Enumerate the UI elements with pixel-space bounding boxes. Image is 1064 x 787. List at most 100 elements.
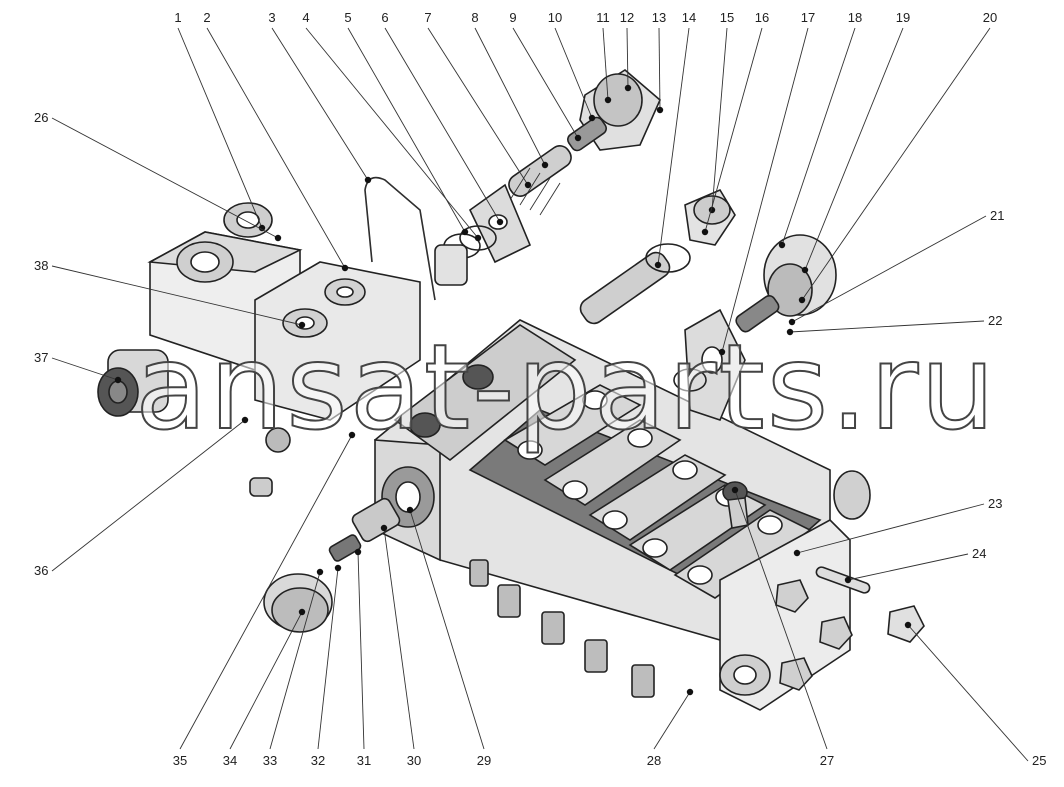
leader-dot-7 <box>524 181 532 189</box>
leader-line-10 <box>554 27 593 119</box>
callout-label-3: 3 <box>268 10 275 25</box>
leader-dot-12 <box>624 84 632 92</box>
callout-label-13: 13 <box>652 10 666 25</box>
callout-label-36: 36 <box>34 563 48 578</box>
leader-line-15 <box>711 27 728 211</box>
leader-line-32 <box>317 567 339 750</box>
leader-line-2 <box>206 27 346 269</box>
leader-dot-16 <box>701 228 709 236</box>
callout-label-38: 38 <box>34 258 48 273</box>
callout-label-26: 26 <box>34 110 48 125</box>
leader-line-25 <box>907 624 1029 762</box>
leader-dot-1 <box>258 224 266 232</box>
callout-label-34: 34 <box>223 753 237 768</box>
leader-line-30 <box>383 527 415 750</box>
callout-label-37: 37 <box>34 350 48 365</box>
leader-dot-17 <box>718 348 726 356</box>
callout-label-10: 10 <box>548 10 562 25</box>
callout-label-24: 24 <box>972 546 986 561</box>
callout-label-1: 1 <box>174 10 181 25</box>
callout-leaders <box>51 27 1029 762</box>
callout-label-28: 28 <box>647 753 661 768</box>
leader-dot-31 <box>354 548 362 556</box>
leader-line-22 <box>789 320 985 333</box>
leader-dot-19 <box>801 266 809 274</box>
callout-label-32: 32 <box>311 753 325 768</box>
callout-label-21: 21 <box>990 208 1004 223</box>
leader-line-3 <box>271 27 369 181</box>
leader-dot-10 <box>588 114 596 122</box>
callout-label-20: 20 <box>983 10 997 25</box>
callout-label-27: 27 <box>820 753 834 768</box>
leader-line-16 <box>704 27 763 233</box>
callout-label-33: 33 <box>263 753 277 768</box>
callout-label-25: 25 <box>1032 753 1046 768</box>
leader-dot-38 <box>298 321 306 329</box>
leader-dot-23 <box>793 549 801 557</box>
leader-line-35 <box>179 434 353 750</box>
leader-line-31 <box>357 551 365 750</box>
leader-line-27 <box>734 489 828 750</box>
callout-label-22: 22 <box>988 313 1002 328</box>
leader-line-18 <box>781 27 856 246</box>
leader-line-14 <box>657 27 690 266</box>
leader-line-7 <box>427 27 529 186</box>
leader-dot-36 <box>241 416 249 424</box>
leader-dot-28 <box>686 688 694 696</box>
leader-dot-11 <box>604 96 612 104</box>
callout-label-16: 16 <box>755 10 769 25</box>
callout-label-11: 11 <box>596 10 610 25</box>
leader-dot-3 <box>364 176 372 184</box>
leader-line-24 <box>847 553 969 581</box>
leader-line-19 <box>804 27 904 271</box>
leader-line-5 <box>347 27 466 233</box>
callout-label-8: 8 <box>471 10 478 25</box>
callout-label-17: 17 <box>801 10 815 25</box>
leader-line-1 <box>177 27 263 229</box>
callout-label-14: 14 <box>682 10 696 25</box>
leader-line-21 <box>791 215 987 323</box>
leader-dot-27 <box>731 486 739 494</box>
leader-line-29 <box>409 509 485 750</box>
leader-line-17 <box>721 27 809 353</box>
leader-line-37 <box>51 357 119 381</box>
leader-dot-6 <box>496 218 504 226</box>
leader-dot-24 <box>844 576 852 584</box>
watermark: ansat-parts.ru <box>135 318 997 456</box>
leader-dot-25 <box>904 621 912 629</box>
leader-dot-21 <box>788 318 796 326</box>
callout-label-23: 23 <box>988 496 1002 511</box>
leader-line-34 <box>229 611 303 750</box>
leader-dot-13 <box>656 106 664 114</box>
callout-label-6: 6 <box>381 10 388 25</box>
leader-line-23 <box>796 503 985 554</box>
leader-dot-35 <box>348 431 356 439</box>
leader-dot-22 <box>786 328 794 336</box>
leader-dot-29 <box>406 506 414 514</box>
leader-dot-20 <box>798 296 806 304</box>
callout-label-35: 35 <box>173 753 187 768</box>
leader-line-6 <box>384 27 501 223</box>
leader-dot-32 <box>334 564 342 572</box>
leader-line-20 <box>801 27 991 301</box>
leader-dot-8 <box>541 161 549 169</box>
leader-line-4 <box>305 27 479 239</box>
lever-stubs <box>469 559 655 698</box>
callout-label-29: 29 <box>477 753 491 768</box>
leader-dot-26 <box>274 234 282 242</box>
leader-line-9 <box>512 27 579 139</box>
leader-line-26 <box>51 117 279 239</box>
leader-line-36 <box>51 419 246 572</box>
callout-label-30: 30 <box>407 753 421 768</box>
callout-label-4: 4 <box>302 10 309 25</box>
callout-label-18: 18 <box>848 10 862 25</box>
callout-label-9: 9 <box>509 10 516 25</box>
leader-line-13 <box>658 27 661 111</box>
callout-label-19: 19 <box>896 10 910 25</box>
callout-label-5: 5 <box>344 10 351 25</box>
callout-label-2: 2 <box>203 10 210 25</box>
leader-dot-30 <box>380 524 388 532</box>
leader-dot-2 <box>341 264 349 272</box>
callout-label-7: 7 <box>424 10 431 25</box>
